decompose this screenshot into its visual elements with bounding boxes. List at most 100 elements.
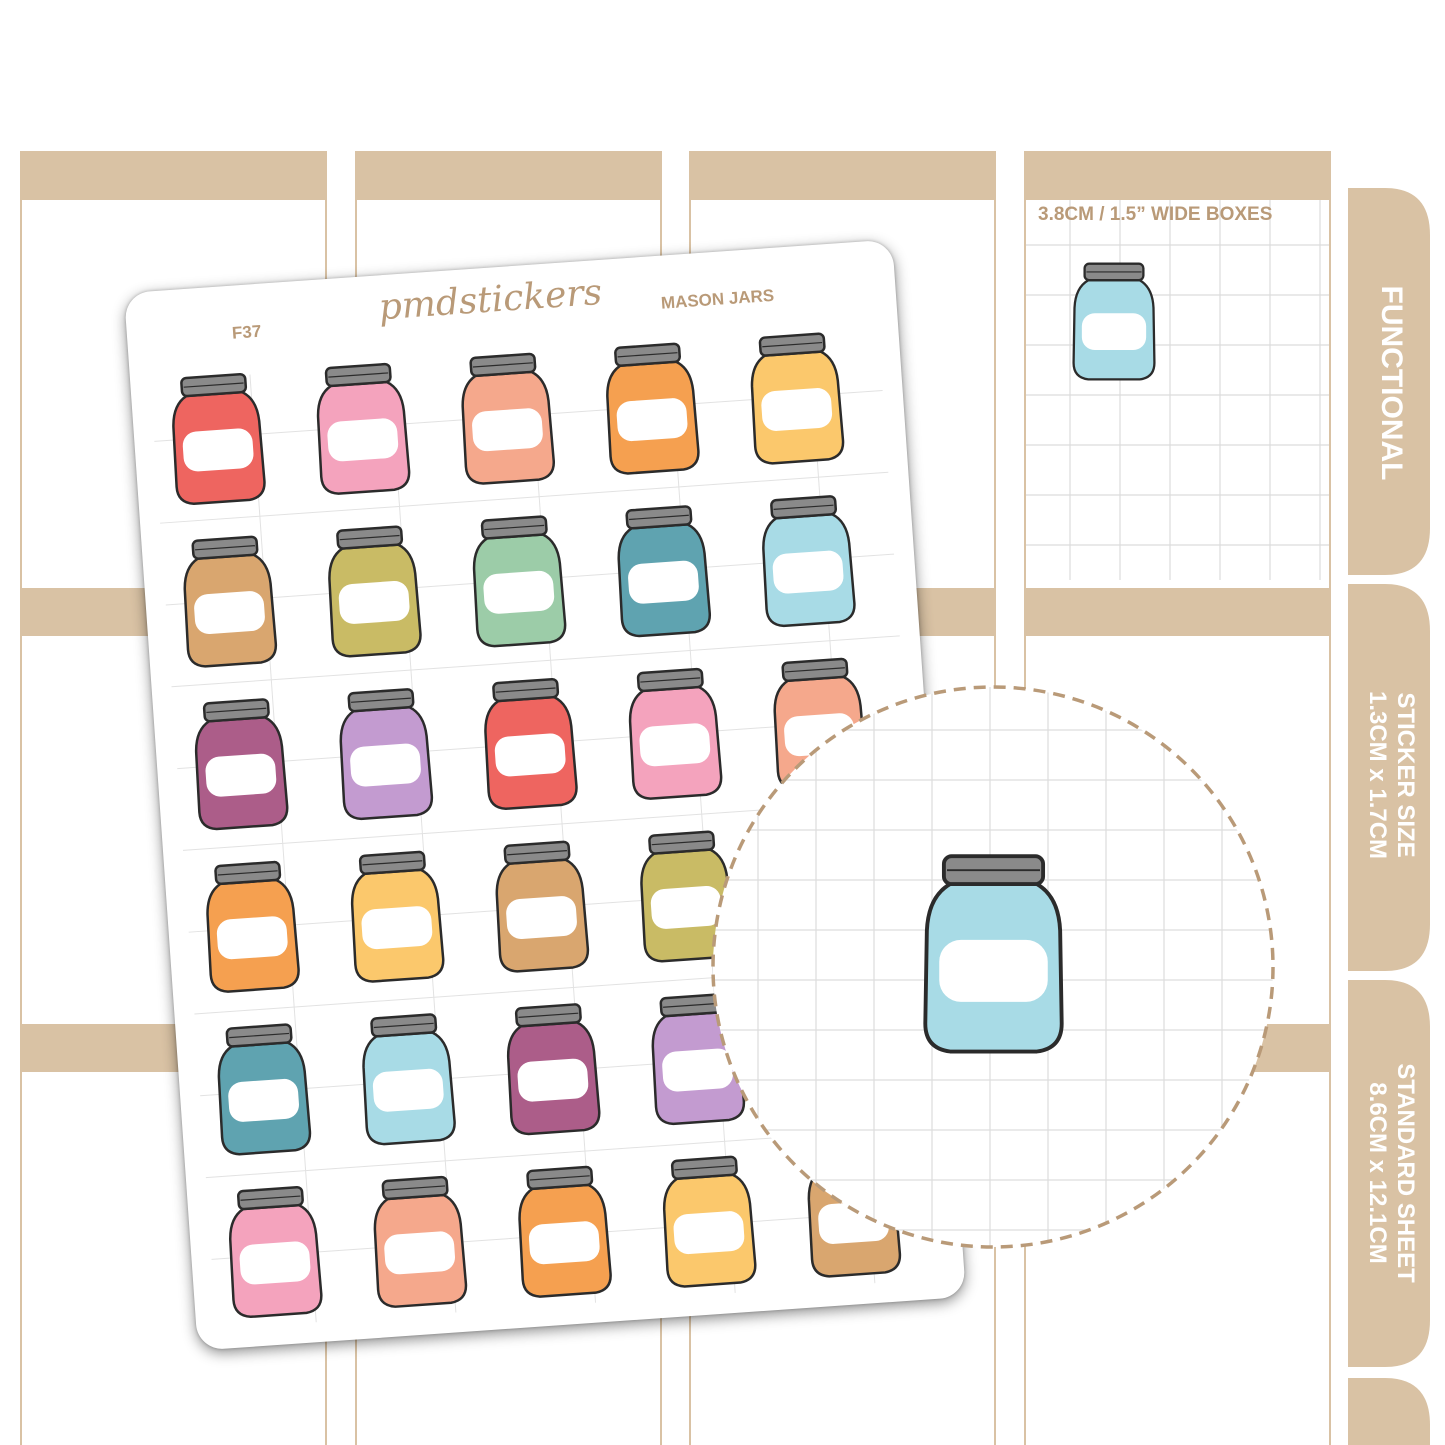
jar-sticker (461, 352, 555, 485)
tab-label-sticker-size: STICKER SIZE 1.3CM x 1.7CM (1364, 690, 1419, 860)
jar-label (228, 1078, 299, 1122)
jar-label (494, 733, 566, 777)
jar-lid-line (640, 677, 701, 683)
side-tab-sticker-size (1348, 584, 1430, 971)
side-tabs (1348, 188, 1430, 1445)
jar-sticker (183, 535, 278, 668)
jar-lid-line (195, 545, 255, 551)
jar-lid-line (674, 1165, 735, 1171)
jar-lid-line (328, 372, 389, 378)
jar-lid-line (229, 1032, 290, 1039)
jar-lid-line (617, 352, 678, 358)
jar-sticker-2-0 (194, 698, 289, 831)
jar-lid-line (183, 382, 244, 388)
jar-lid-line (507, 850, 567, 856)
jar-sticker (373, 1175, 468, 1308)
jar-label (361, 906, 433, 950)
jar-sticker (472, 515, 567, 648)
jar-lid-line (362, 860, 423, 866)
jar-sticker-0-0 (172, 372, 266, 506)
jar-sticker-1-1 (328, 525, 422, 658)
jar-label (384, 1231, 456, 1275)
jar-sticker (750, 332, 845, 465)
jar-sticker-3-2 (495, 840, 590, 973)
jar-label (772, 550, 844, 594)
jar-sticker-4-0 (217, 1023, 312, 1156)
jar-lid-line (351, 697, 411, 703)
jar-sticker-0-1 (316, 362, 411, 495)
jar-lid-line (518, 1012, 579, 1018)
jar-lid-line (529, 1175, 590, 1181)
zoom-jar-sticker (923, 854, 1064, 1054)
jar-label (483, 570, 555, 614)
jar-lid-line (206, 707, 267, 714)
jar-sticker (362, 1013, 456, 1146)
jar-label (182, 428, 254, 472)
jar-sticker-1-0 (183, 535, 278, 668)
sticker-sheet: F37 pmdstickers MASON JARS (123, 239, 967, 1351)
zoom-jar (923, 854, 1064, 1054)
jar-label (239, 1241, 311, 1285)
jar-label (517, 1058, 589, 1102)
jar-sticker (316, 362, 411, 495)
jar-sticker (628, 667, 723, 800)
jar-label (338, 580, 410, 624)
jar-label (761, 388, 833, 431)
jar-label (939, 939, 1048, 1002)
jar-sticker (495, 840, 590, 973)
jar-sticker-2-3 (628, 667, 723, 800)
jar-sticker (640, 830, 734, 963)
zoom-magnifier (711, 685, 1275, 1249)
jar-sticker (662, 1155, 757, 1288)
jar-label (628, 560, 699, 604)
jar-sticker (217, 1023, 312, 1156)
jar-sticker-1-2 (472, 515, 567, 648)
jar-lid-line (784, 667, 845, 673)
preview-jar-sticker (1072, 262, 1156, 381)
jar-sticker-0-2 (461, 352, 555, 485)
jar-label (506, 896, 577, 939)
jar-sticker-grid (172, 332, 902, 1319)
jar-lid-line (217, 870, 278, 876)
jar-sticker-1-3 (617, 505, 711, 638)
jar-sticker (617, 505, 711, 638)
jar-label (673, 1211, 745, 1255)
jar-sticker-5-0 (229, 1186, 323, 1319)
jar-sticker (172, 372, 266, 506)
preview-grid (1026, 200, 1329, 580)
jar-lid-line (495, 687, 556, 693)
jar-label (372, 1068, 444, 1112)
jar-lid-line (385, 1185, 446, 1191)
jar-label (639, 723, 711, 767)
jar-sticker-0-4 (750, 332, 845, 465)
jar-sticker-0-3 (606, 342, 700, 475)
jar-label (216, 916, 288, 960)
jar-sticker-5-1 (373, 1175, 468, 1308)
jar-lid-line (628, 514, 689, 521)
jar-sticker-5-3 (662, 1155, 757, 1288)
jar-label (327, 418, 399, 462)
jar-sticker (229, 1186, 323, 1319)
jar-sticker-3-3 (640, 830, 734, 963)
jar-label (194, 591, 265, 635)
jar-sticker (606, 342, 700, 475)
jar-label (205, 753, 277, 797)
jar-sticker (206, 860, 300, 993)
jar-sticker (328, 525, 422, 658)
jar-sticker (506, 1003, 601, 1136)
jar-sticker-5-2 (518, 1165, 612, 1298)
side-tab-extra (1348, 1378, 1430, 1445)
jar-sticker-3-0 (206, 860, 300, 993)
tab-label-functional: FUNCTIONAL (1375, 285, 1408, 481)
jar-label (528, 1221, 600, 1265)
jar-sticker (350, 850, 445, 983)
jar-lid-line (663, 1002, 723, 1008)
wide-boxes-label: 3.8CM / 1.5” WIDE BOXES (1038, 204, 1273, 225)
jar-sticker (518, 1165, 612, 1298)
jar-lid-line (484, 524, 545, 531)
zoom-circle-border (711, 685, 1275, 1249)
jar-lid-line (472, 362, 533, 368)
side-tab-functional (1348, 188, 1430, 575)
jar-lid-line (373, 1022, 434, 1029)
jar-sticker-1-4 (762, 495, 856, 628)
